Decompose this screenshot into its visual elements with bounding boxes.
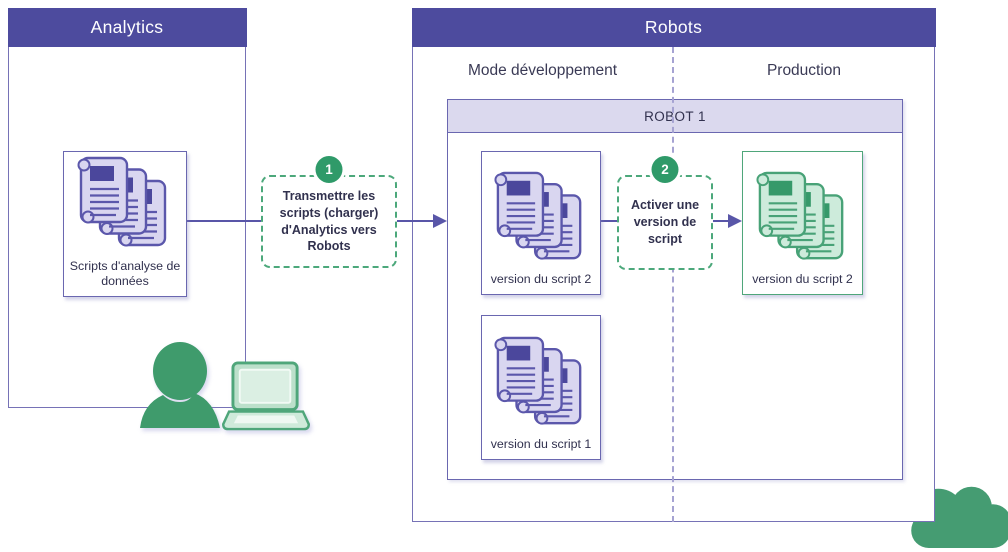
robot-1-box: ROBOT 1 xyxy=(447,99,903,480)
step-1-box: 1 Transmettre les scripts (charger) d'An… xyxy=(261,156,397,268)
flow-line-step2-to-production xyxy=(713,220,729,223)
cloud-icon xyxy=(911,486,1008,548)
scripts-box-label: Scripts d'analyse de données xyxy=(69,258,181,288)
dev-column-label: Mode développement xyxy=(467,62,618,79)
robot-1-header: ROBOT 1 xyxy=(448,100,902,133)
version-box-dev-script-1: version du script 1 xyxy=(481,315,601,460)
analytics-title: Analytics xyxy=(90,16,164,37)
arrow-right-icon xyxy=(728,214,742,228)
scripts-icon-green xyxy=(756,172,842,259)
laptop-icon xyxy=(222,361,310,431)
version-label: version du script 2 xyxy=(752,271,853,286)
analytics-header: Analytics xyxy=(7,7,247,47)
version-label: version du script 1 xyxy=(490,436,592,451)
scripts-box: Scripts d'analyse de données xyxy=(63,151,187,297)
step-1-label: Transmettre les scripts (charger) d'Anal… xyxy=(279,188,379,254)
step-2-box: 2 Activer une version de script xyxy=(617,156,713,270)
person-icon xyxy=(140,342,220,428)
scripts-icon xyxy=(495,172,581,259)
arrow-right-icon xyxy=(433,214,447,228)
robots-title: Robots xyxy=(644,16,703,37)
version-label: version du script 2 xyxy=(490,271,592,286)
step-2-label: Activer une version de script xyxy=(630,198,700,246)
scripts-icon xyxy=(495,337,581,424)
version-box-dev-script-2: version du script 2 xyxy=(481,151,601,295)
flow-line-version-to-step2 xyxy=(601,220,617,223)
column-divider xyxy=(672,47,674,522)
prod-column-label: Production xyxy=(766,62,842,79)
scripts-icon xyxy=(78,157,165,246)
robots-header: Robots xyxy=(411,7,936,47)
step-2-badge: 2 xyxy=(651,156,679,183)
step-1-badge: 1 xyxy=(315,156,343,183)
version-box-prod-script-2: version du script 2 xyxy=(742,151,863,295)
robot-1-title: ROBOT 1 xyxy=(644,108,706,124)
analytics-panel: Analytics xyxy=(7,7,247,408)
